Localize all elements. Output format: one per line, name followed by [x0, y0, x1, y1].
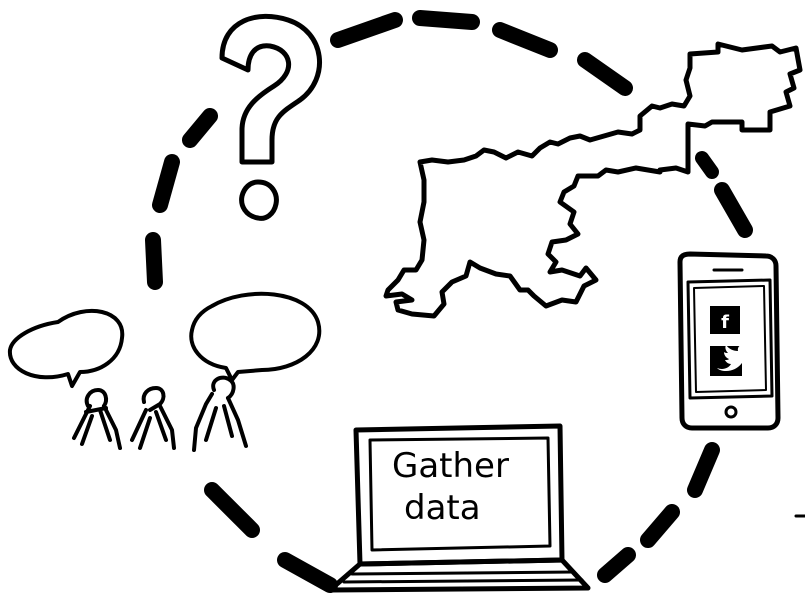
laptop-screen-line-2: data	[404, 488, 481, 528]
people-group	[74, 378, 246, 450]
person-icon	[194, 378, 246, 450]
phone-screen	[688, 280, 772, 398]
facebook-app-tile: f	[710, 306, 740, 334]
speech-bubble-left	[10, 311, 122, 386]
person-icon	[74, 390, 120, 448]
phone-home-button	[726, 407, 736, 417]
laptop: Gather data	[330, 426, 588, 590]
speech-bubbles	[10, 294, 319, 386]
smartphone: f	[680, 254, 778, 428]
person-icon	[132, 388, 174, 448]
twitter-app-tile	[710, 345, 749, 376]
region-map-outline	[386, 44, 800, 316]
laptop-screen-line-1: Gather	[392, 446, 509, 486]
facebook-icon: f	[721, 312, 729, 333]
speech-bubble-right	[191, 294, 319, 380]
question-mark-icon	[222, 16, 320, 218]
